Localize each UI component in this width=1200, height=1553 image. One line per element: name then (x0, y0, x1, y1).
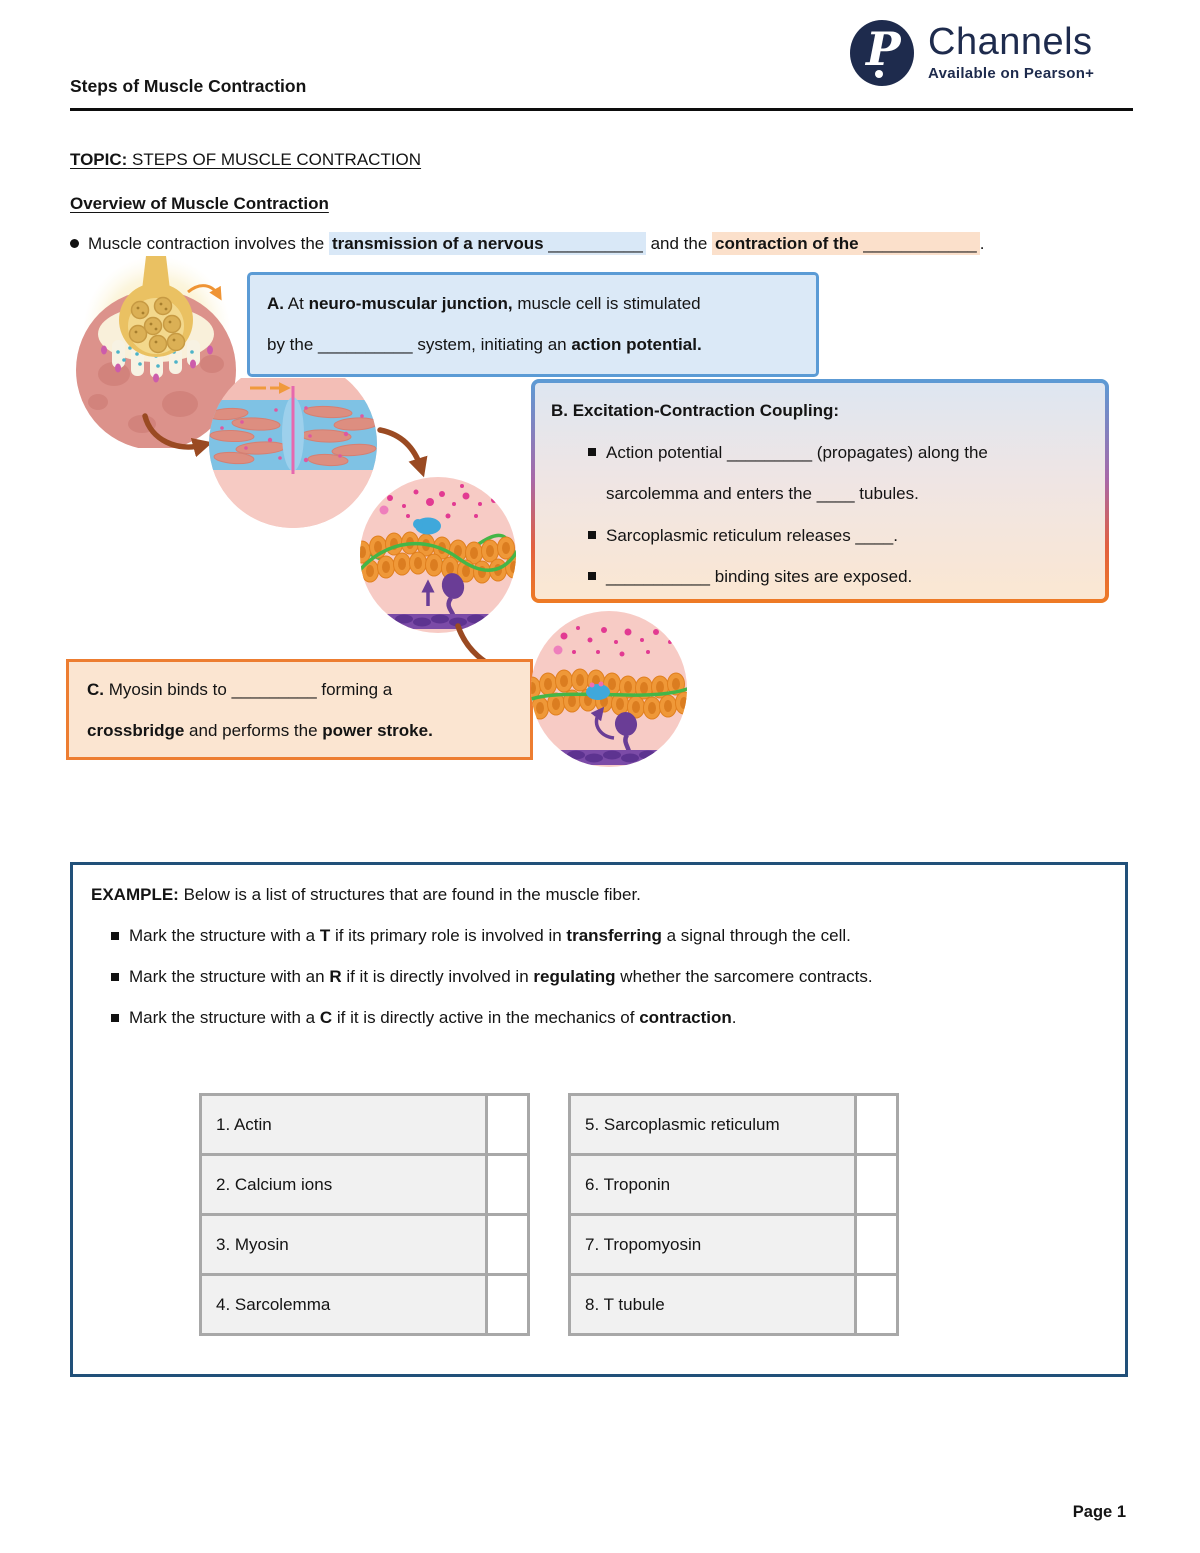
example-heading: EXAMPLE: Below is a list of structures t… (91, 885, 641, 904)
curved-arrow-icon (142, 413, 213, 458)
blank-field: __________ (318, 335, 413, 354)
curved-arrow-icon (377, 427, 428, 478)
logo-brand-text: Channels (928, 21, 1093, 63)
callout-b-item: Action potential _________ (propagates) … (588, 432, 1093, 515)
blank-field: ____________ (863, 234, 977, 253)
square-bullet-icon (111, 1014, 119, 1022)
callout-b-item: ___________ binding sites are exposed. (588, 556, 1093, 598)
table-row: 6. Troponin (571, 1156, 896, 1213)
example-instruction: Mark the structure with an R if it is di… (111, 966, 1125, 988)
callout-c-crossbridge: C. Myosin binds to _________ forming a c… (66, 659, 533, 760)
answer-cell (488, 1156, 527, 1213)
answer-cell (488, 1276, 527, 1333)
structures-table-left: 1. Actin 2. Calcium ions 3. Myosin 4. Sa… (199, 1093, 530, 1336)
structure-label: 3. Myosin (202, 1216, 485, 1273)
answer-cell (857, 1276, 896, 1333)
structure-label: 4. Sarcolemma (202, 1276, 485, 1333)
table-row: 8. T tubule (571, 1276, 896, 1333)
structure-label: 2. Calcium ions (202, 1156, 485, 1213)
blank-field: ___________ (606, 567, 711, 586)
structures-tables: 1. Actin 2. Calcium ions 3. Myosin 4. Sa… (199, 1093, 899, 1336)
callout-b-title: B. Excitation-Contraction Coupling: (551, 401, 840, 420)
example-instruction: Mark the structure with a T if its prima… (111, 925, 1125, 947)
blank-field: _________ (231, 680, 317, 699)
square-bullet-icon (111, 973, 119, 981)
structure-label: 5. Sarcoplasmic reticulum (571, 1096, 854, 1153)
highlight-peach: contraction of the ____________ (712, 232, 980, 255)
structure-label: 6. Troponin (571, 1156, 854, 1213)
table-row: 4. Sarcolemma (202, 1276, 527, 1333)
neuromuscular-junction-illustration (76, 256, 236, 448)
crossbridge-illustration (531, 611, 687, 767)
pearson-channels-logo: P Channels Available on Pearson+ (850, 20, 1094, 86)
logo-tagline: Available on Pearson+ (928, 65, 1095, 82)
actin-myosin-illustration (360, 477, 516, 633)
square-bullet-icon (588, 447, 596, 456)
topic-heading: TOPIC: STEPS OF MUSCLE CONTRACTION (70, 150, 422, 169)
square-bullet-icon (111, 932, 119, 940)
callout-b-item: Sarcoplasmic reticulum releases ____. (588, 515, 1093, 557)
structure-label: 1. Actin (202, 1096, 485, 1153)
table-row: 7. Tropomyosin (571, 1216, 896, 1273)
structure-label: 7. Tropomyosin (571, 1216, 854, 1273)
muscle-fiber-illustration (209, 378, 377, 528)
answer-cell (857, 1096, 896, 1153)
answer-cell (857, 1216, 896, 1273)
structure-label: 8. T tubule (571, 1276, 854, 1333)
blank-field: ____ (855, 525, 894, 545)
answer-cell (488, 1216, 527, 1273)
blank-field: ____ (816, 484, 855, 503)
section-heading: Overview of Muscle Contraction (70, 194, 329, 213)
answer-cell (488, 1096, 527, 1153)
table-row: 1. Actin (202, 1096, 527, 1153)
callout-a-neuromuscular-junction: A. At neuro-muscular junction, muscle ce… (247, 272, 819, 377)
square-bullet-icon (588, 530, 596, 539)
blank-field: _________ (726, 442, 813, 462)
square-bullet-icon (588, 572, 596, 580)
example-section: EXAMPLE: Below is a list of structures t… (70, 862, 1128, 1377)
page-number: Page 1 (1072, 1503, 1126, 1521)
intro-bullet: Muscle contraction involves the transmis… (70, 232, 1145, 255)
header-divider (70, 108, 1133, 111)
bullet-icon (70, 239, 79, 248)
highlight-blue: transmission of a nervous __________ (328, 232, 646, 255)
structures-table-right: 5. Sarcoplasmic reticulum 6. Troponin 7.… (568, 1093, 899, 1336)
table-row: 5. Sarcoplasmic reticulum (571, 1096, 896, 1153)
callout-b-excitation-contraction: B. Excitation-Contraction Coupling: Acti… (531, 379, 1109, 603)
page-title: Steps of Muscle Contraction (70, 76, 307, 96)
example-instruction: Mark the structure with a C if it is dir… (111, 1007, 1125, 1029)
answer-cell (857, 1156, 896, 1213)
table-row: 2. Calcium ions (202, 1156, 527, 1213)
pearson-p-icon: P (850, 20, 914, 86)
blank-field: __________ (548, 234, 643, 253)
table-row: 3. Myosin (202, 1216, 527, 1273)
